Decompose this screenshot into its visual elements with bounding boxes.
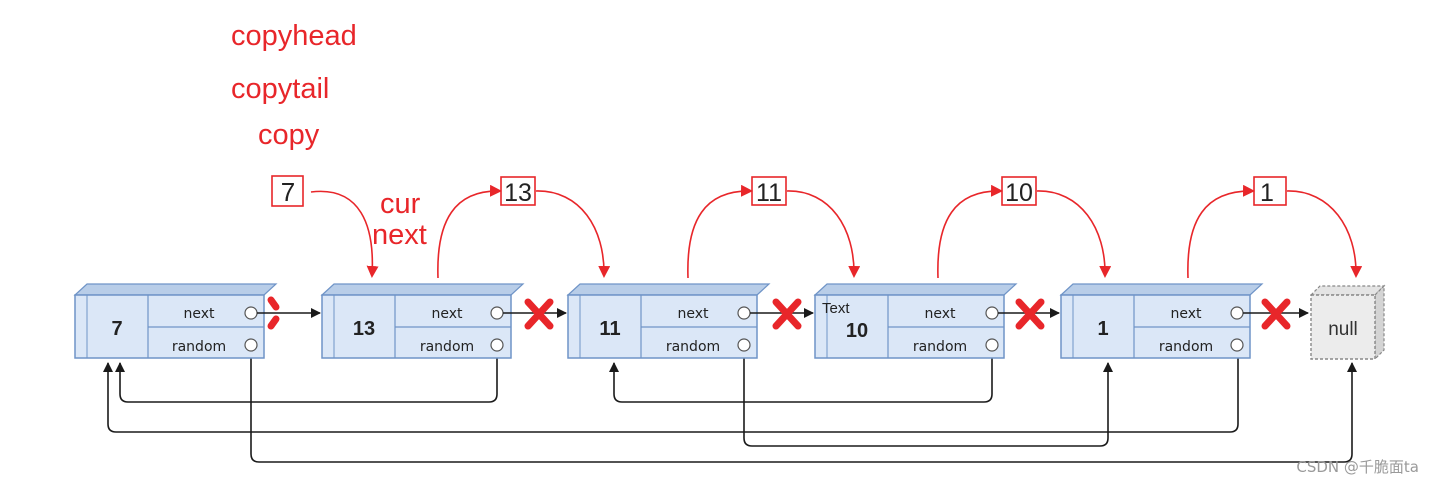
next-pointer-dot — [244, 306, 258, 320]
random-pointer-dot — [490, 338, 504, 352]
random-field-label: random — [172, 339, 226, 355]
node-10: Text 10 next random — [813, 283, 1018, 359]
copyhead-label: copyhead — [231, 20, 357, 52]
cross-mark-icon — [524, 298, 554, 330]
svg-text:10: 10 — [1005, 179, 1033, 207]
copy-nodes: 7 13 11 10 1 — [271, 175, 1287, 207]
next-field-label: next — [924, 306, 956, 322]
svg-text:13: 13 — [504, 179, 532, 207]
node-value-11: 11 — [599, 318, 620, 340]
copy-node-11: 11 — [751, 176, 787, 207]
cross-mark-icon — [1261, 298, 1291, 330]
random-link-1-to-7 — [103, 347, 1239, 433]
arrow-copy11-to-10 — [786, 190, 861, 278]
random-pointer-dot — [737, 338, 751, 352]
next-pointer-dot — [1230, 306, 1244, 320]
node-1: 1 next random — [1059, 283, 1264, 359]
copy-node-13: 13 — [500, 176, 536, 207]
arrow-to-copy10 — [937, 184, 1003, 279]
cross-mark-icon — [1015, 298, 1045, 330]
random-link-13-to-7 — [115, 347, 498, 403]
random-field-label: random — [666, 339, 720, 355]
next-pointer-label: next — [372, 219, 427, 251]
copy-node-7: 7 — [271, 175, 304, 207]
random-link-10-to-11 — [609, 347, 993, 403]
arrow-to-copy11 — [687, 184, 753, 279]
next-field-label: next — [431, 306, 463, 322]
svg-text:11: 11 — [756, 179, 782, 207]
next-field-label: next — [183, 306, 215, 322]
text-overlay-label: Text — [822, 300, 850, 317]
random-link-11-to-1 — [743, 347, 1113, 447]
node-value-10: 10 — [846, 320, 868, 342]
cross-mark-icon — [772, 298, 802, 330]
random-pointer-dot — [1230, 338, 1244, 352]
next-pointer-dot — [737, 306, 751, 320]
random-field-label: random — [913, 339, 967, 355]
copy-node-10: 10 — [1001, 176, 1037, 207]
random-field-label: random — [1159, 339, 1213, 355]
cut-marks — [267, 296, 1291, 330]
null-label: null — [1328, 319, 1358, 340]
next-field-label: next — [677, 306, 709, 322]
random-pointer-dot — [985, 338, 999, 352]
arrow-copy10-to-1 — [1036, 190, 1112, 278]
copy-label: copy — [258, 119, 320, 151]
copytail-label: copytail — [231, 73, 330, 105]
node-value-1: 1 — [1097, 318, 1108, 340]
next-pointer-dot — [985, 306, 999, 320]
node-7: 7 next random — [73, 283, 278, 359]
random-field-label: random — [420, 339, 474, 355]
svg-text:1: 1 — [1260, 179, 1274, 207]
cur-label: cur — [380, 188, 421, 220]
cross-mark-icon — [267, 296, 280, 330]
null-node: null — [1309, 284, 1386, 361]
arrow-copy1-to-null — [1286, 190, 1363, 278]
next-field-label: next — [1170, 306, 1202, 322]
node-value-7: 7 — [111, 318, 122, 340]
arrow-11-to-copy13 — [437, 184, 502, 279]
watermark: CSDN @千脆面ta — [1296, 458, 1419, 476]
node-11: 11 next random — [566, 283, 771, 359]
arrow-to-copy1 — [1187, 184, 1255, 279]
copy-insert-arrows — [310, 184, 1363, 279]
copy-node-1: 1 — [1253, 176, 1287, 207]
node-value-13: 13 — [353, 318, 375, 340]
arrow-copy7-to-13 — [310, 190, 379, 278]
random-pointer-dot — [244, 338, 258, 352]
random-pointers — [103, 347, 1357, 463]
next-pointer-dot — [490, 306, 504, 320]
node-13: 13 next random — [320, 283, 525, 359]
svg-text:7: 7 — [281, 177, 295, 207]
arrow-copy13-to-11 — [535, 190, 611, 278]
random-link-7-to-null — [250, 347, 1357, 463]
